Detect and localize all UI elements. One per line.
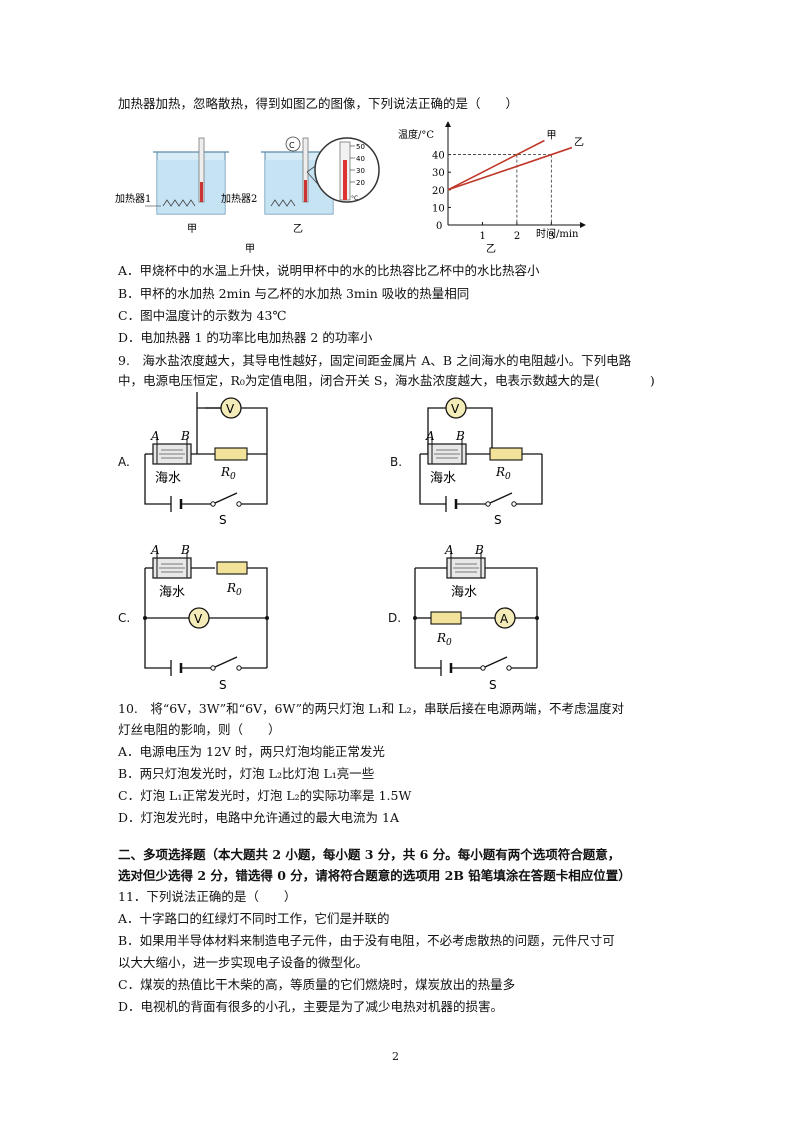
x-axis-arrow [580,222,586,228]
voltmeter-icon [445,397,467,419]
ammeter-icon [494,607,516,629]
q8-option-a: A．甲烧杯中的水温上升快，说明甲杯中的水的比热容比乙杯中的水比热容小 [118,263,540,278]
q11-option-d: D．电视机的背面有很多的小孔，主要是为了减少电热对机器的损害。 [118,999,504,1014]
svg-text:V: V [226,402,235,416]
chart-ylabel: 温度/°C [398,128,434,141]
section2-heading-line2: 选对但少选得 2 分，错选得 0 分，请将符合题意的选项用 2B 铅笔填涂在答题… [118,868,631,883]
q11-option-b-line1: B．如果用半导体材料来制造电子元件，由于没有电阻，不必考虑散热的问题，元件尺寸可 [118,933,615,948]
q8-option-d: D．电加热器 1 的功率比电加热器 2 的功率小 [118,330,373,345]
circuit-label-d: D. [388,611,402,625]
svg-text:50: 50 [356,143,365,151]
beaker1-caption: 甲 [187,224,197,235]
label-heater1: 加热器1 [115,192,151,205]
svg-text:海水: 海水 [155,471,181,486]
resistor-r0-icon [214,447,248,461]
q9-stem-line2: 中，电源电压恒定，R₀为定值电阻，闭合开关 S，海水盐浓度越大，电表示数越大的是… [118,373,655,388]
q10-stem-line2: 灯丝电阻的影响，则（ ） [118,722,281,737]
circuit-label-a: A. [118,455,130,469]
svg-text:B: B [180,543,190,557]
y-tick-label: 40 [432,151,445,162]
x-tick-label: 2 [514,231,520,242]
series-label-jia: 甲 [546,131,556,142]
svg-text:A: A [444,543,454,557]
circuit-b: V A B 海水 R0 S [419,397,543,527]
chart-caption: 乙 [486,243,496,255]
thermometer-magnifier: 50 40 30 20 °C [306,137,380,203]
svg-text:S: S [489,678,497,692]
svg-text:C: C [289,141,295,150]
q9-stem-line1: 9. 海水盐浓度越大，其导电性越好，固定间距金属片 A、B 之间海水的电阻越小。… [118,353,632,368]
svg-text:B: B [180,429,190,443]
circuit-a: V A B 海水 R0 S [144,392,268,527]
svg-text:B: B [474,543,484,557]
svg-text:R0: R0 [226,581,242,598]
figure-jia-beakers: 加热器1 甲 C 加热器2 乙 50 40 30 20 °C 甲 [115,136,380,255]
y-axis-arrow [445,121,451,127]
svg-text:海水: 海水 [451,585,477,600]
x-tick-label: 0 [436,221,442,232]
q10-option-a: A．电源电压为 12V 时，两只灯泡均能正常发光 [118,744,385,759]
svg-text:海水: 海水 [159,585,185,600]
chart-xlabel: 时间/min [536,227,579,240]
svg-text:B: B [455,429,465,443]
page-number: 2 [392,1050,399,1063]
voltmeter-icon [188,607,210,629]
y-tick-label: 30 [432,168,445,179]
switch-icon [214,492,238,504]
switch-icon [484,656,508,668]
svg-text:30: 30 [356,167,365,175]
svg-text:A: A [150,429,160,443]
svg-text:°C: °C [351,195,358,202]
resistor-r0-icon [216,561,248,575]
q11-option-a: A．十字路口的红绿灯不同时工作，它们是并联的 [118,911,390,926]
figure-yi-chart: 温度/°C 时间/min 乙 10 20 30 40 0 1 2 3 甲乙 [398,121,586,255]
q10-option-d: D．灯泡发光时，电路中允许通过的最大电流为 1A [118,810,399,825]
switch-icon [489,492,513,504]
svg-text:20: 20 [356,179,365,187]
q11-stem: 11．下列说法正确的是（ ） [118,889,297,904]
label-heater2: 加热器2 [221,192,257,205]
x-tick-label: 3 [548,231,554,242]
svg-text:V: V [451,402,460,416]
x-tick-label: 1 [479,231,485,242]
svg-text:S: S [494,513,502,527]
svg-text:R0: R0 [220,465,236,482]
svg-text:海水: 海水 [430,471,456,486]
circuit-label-c: C. [118,611,131,625]
q10-stem-line1: 10. 将“6V，3W”和“6V，6W”的两只灯泡 L₁和 L₂，串联后接在电源… [118,701,625,716]
svg-text:V: V [194,612,203,626]
voltmeter-icon [220,397,242,419]
resistor-r0-icon [430,611,462,625]
q10-option-b: B．两只灯泡发光时，灯泡 L₂比灯泡 L₁亮一些 [118,766,375,781]
svg-text:R0: R0 [495,465,511,482]
q10-option-c: C．灯泡 L₁正常发光时，灯泡 L₂的实际功率是 1.5W [118,788,412,803]
circuit-label-b: B. [390,455,403,469]
q11-option-c: C．煤炭的热值比干木柴的高，等质量的它们燃烧时，煤炭放出的热量多 [118,977,516,992]
figure-jia-caption: 甲 [245,244,255,255]
beaker-1 [145,137,229,215]
q8-option-c: C．图中温度计的示数为 43℃ [118,308,287,323]
svg-text:A: A [425,429,435,443]
y-tick-label: 10 [432,203,445,214]
q8-stem: 加热器加热，忽略散热，得到如图乙的图像，下列说法正确的是（ ） [118,96,519,111]
circuit-d: A B 海水 R0 A S [413,543,539,692]
y-tick-label: 20 [432,186,445,197]
series-line-jia [447,139,545,191]
svg-text:A: A [500,612,509,626]
series-line-yi [447,146,573,191]
circuit-c: V A B 海水 R0 S [143,543,269,692]
q8-option-b: B．甲杯的水加热 2min 与乙杯的水加热 3min 吸收的热量相同 [118,286,470,301]
svg-text:S: S [219,678,227,692]
beaker2-caption: 乙 [293,223,303,235]
resistor-r0-icon [489,447,523,461]
series-label-yi: 乙 [574,137,584,149]
section2-heading-line1: 二、多项选择题（本大题共 2 小题，每小题 3 分，共 6 分。每小题有两个选项… [118,847,621,862]
svg-text:A: A [150,543,160,557]
q11-option-b-line2: 以大大缩小，进一步实现电子设备的微型化。 [118,955,369,970]
switch-icon [214,656,238,668]
svg-text:40: 40 [356,155,365,163]
svg-text:R0: R0 [436,631,452,648]
svg-text:S: S [219,513,227,527]
